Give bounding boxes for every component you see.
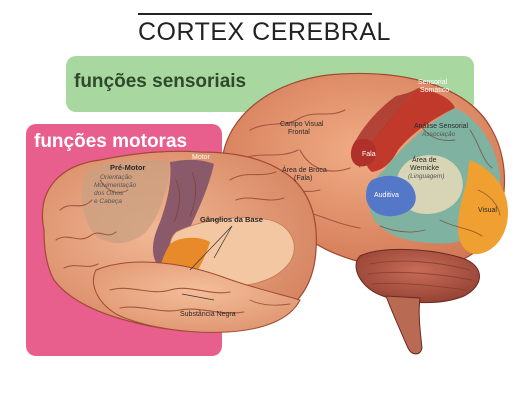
label-visual: Visual [478, 207, 497, 214]
label-pre-motor-desc-1: Orientação [100, 174, 132, 181]
label-pre-motor-desc-3: dos Olhos [94, 190, 124, 197]
label-pre-motor-desc-4: e Cabeça [94, 198, 122, 205]
label-campo-visual-1: Campo Visual [280, 121, 324, 128]
label-auditiva: Auditiva [374, 192, 399, 199]
cerebellum [356, 249, 479, 354]
title: CORTEX CEREBRAL [138, 18, 391, 46]
label-pre-motor-desc-2: Movimentação [94, 182, 137, 189]
label-pre-motor: Pré-Motor [110, 163, 145, 172]
label-sensorial-1: Sensorial [418, 79, 448, 86]
label-motor: Motor [192, 154, 211, 161]
label-wernicke-2: Wernicke [410, 165, 439, 172]
sensory-panel-label: funções sensoriais [74, 71, 246, 92]
label-analise-1: Análise Sensorial [414, 123, 469, 130]
label-campo-visual-2: Frontal [288, 129, 310, 136]
label-sensorial-2: Somático [420, 87, 449, 94]
motor-panel-label: funções motoras [34, 131, 187, 152]
label-wernicke-1: Área de [412, 155, 437, 164]
label-broca-2: (Fala) [294, 175, 312, 182]
label-ganglios: Gânglios da Base [200, 215, 263, 224]
label-broca-1: Área de Broca [282, 165, 327, 174]
label-analise-2: Associação [421, 131, 456, 138]
label-fala: Fala [362, 151, 376, 158]
label-wernicke-3: (Linguagem) [408, 173, 445, 180]
brainstem [386, 296, 422, 354]
label-subst-negra: Substância Negra [180, 311, 236, 318]
